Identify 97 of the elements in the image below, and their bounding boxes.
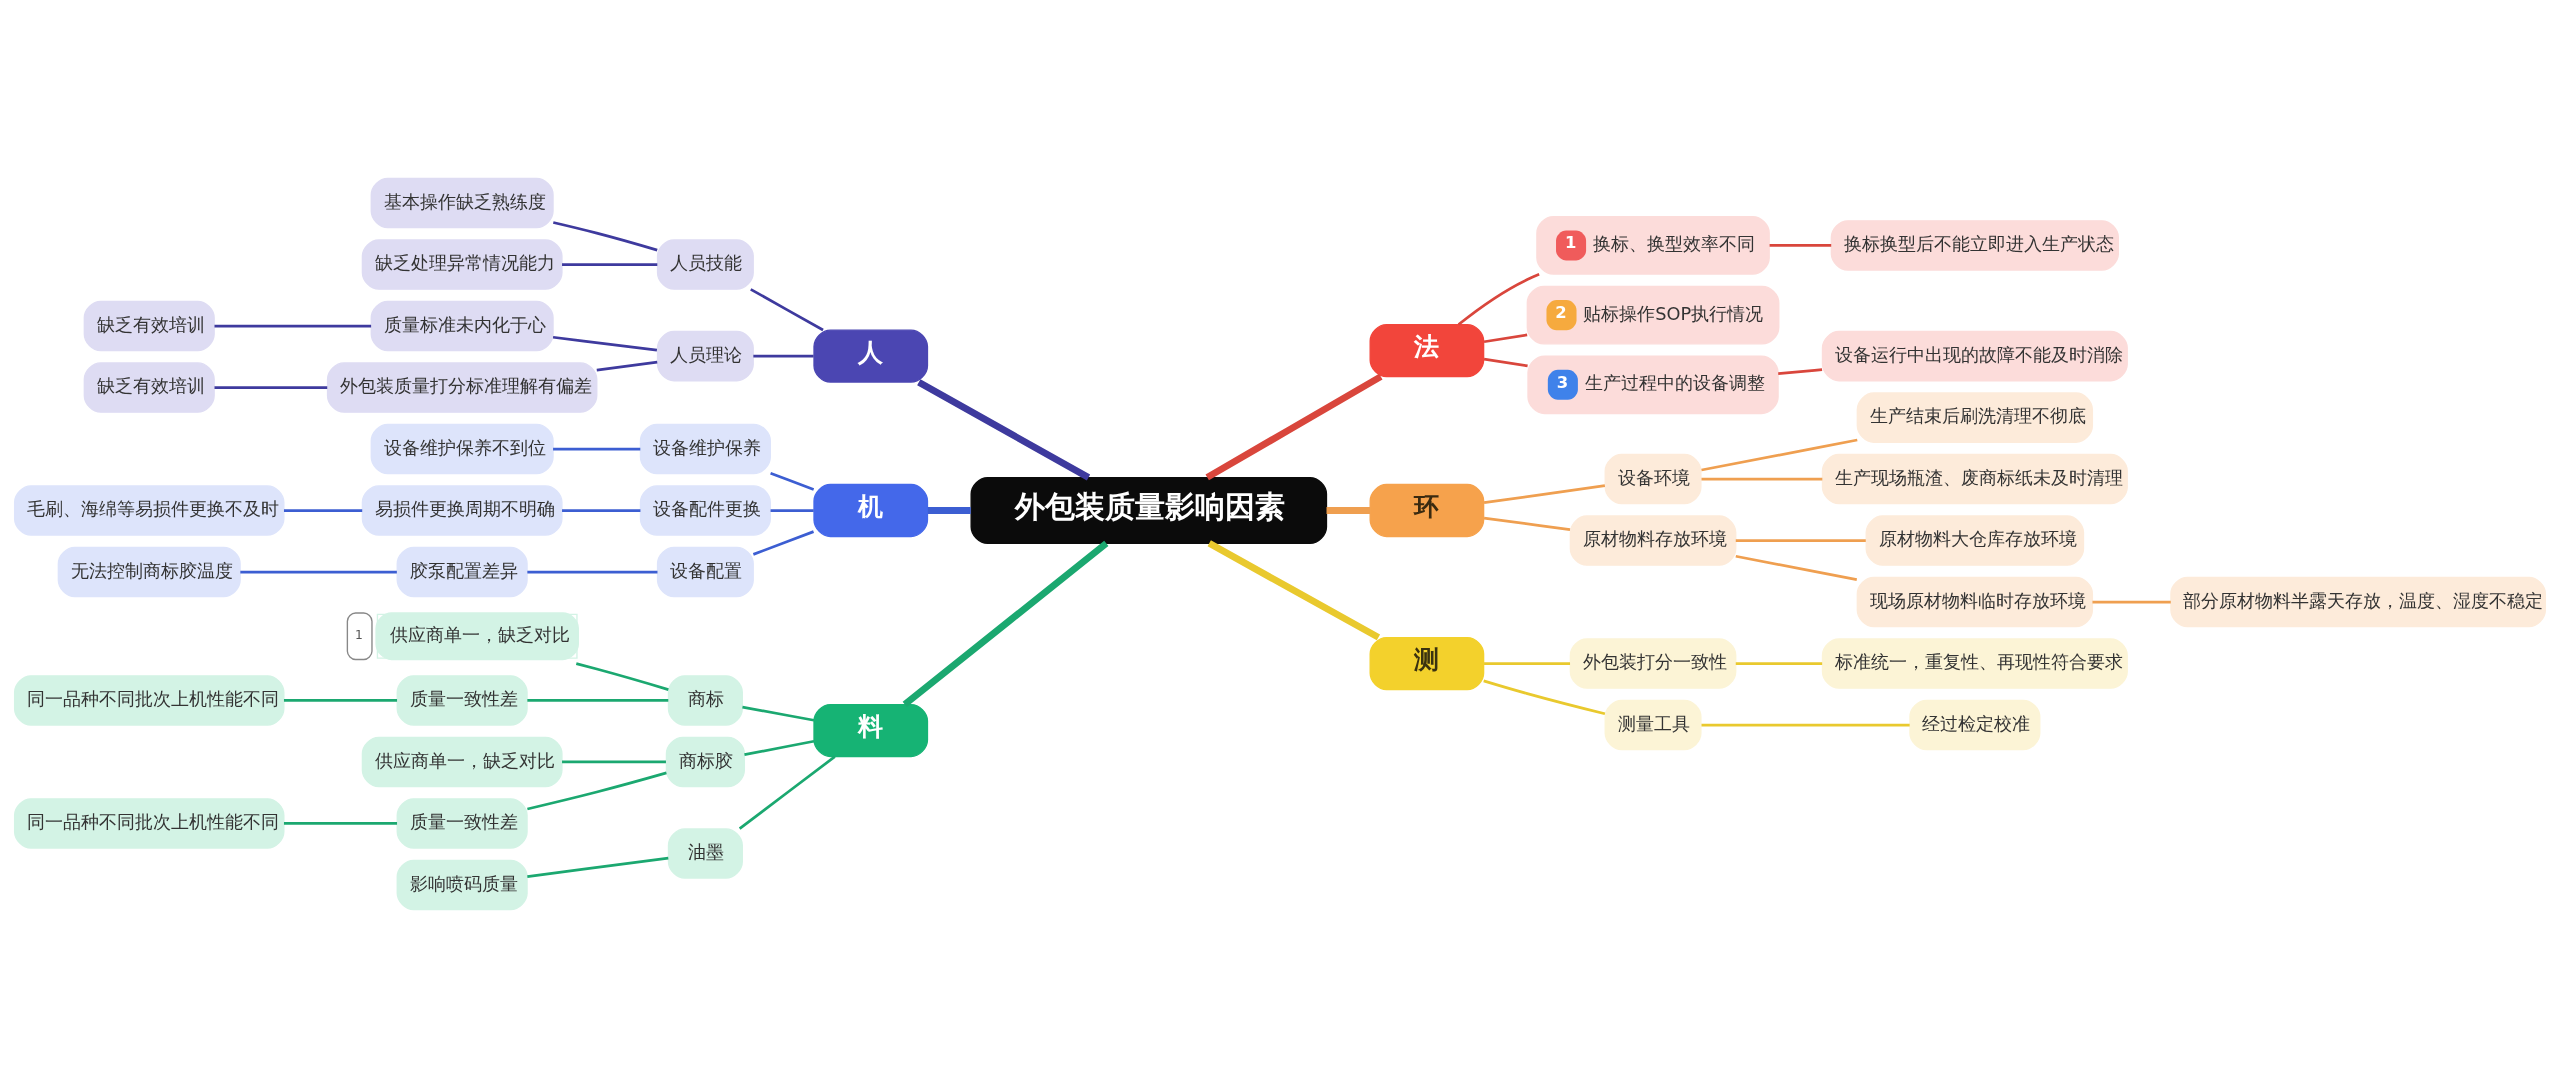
node-box: 无法控制商标胶温度 [57,546,241,598]
connector [1483,333,1528,344]
connector [214,324,372,328]
node-box: 原材物料存放环境 [1569,515,1737,566]
node-box: 人员理论 [656,330,754,382]
connector [902,540,1109,708]
node-box: 料 [813,703,929,758]
connector [527,699,669,702]
connector [1701,477,1823,481]
node-box: 法 [1369,324,1485,378]
connector [1483,484,1606,505]
node-box: 环 [1369,483,1485,538]
connector [2092,600,2171,604]
connector [1207,540,1381,641]
connector [562,263,658,266]
connector [1483,679,1606,716]
connector [1457,273,1540,326]
connector [596,360,658,372]
node-box: 生产结束后刷洗清理不彻底 [1856,392,2094,443]
connector [553,447,641,451]
node-box: 缺乏处理异常情况能力 [361,239,563,290]
node-box: 油墨 [667,828,743,879]
node-box: 1 换标、换型效率不同 [1536,216,1770,275]
connector [562,760,666,764]
connector [1205,373,1383,481]
connector [1778,368,1823,376]
node-box: 胶泵配置差异 [396,546,528,598]
node-box: 现场原材物料临时存放环境 [1856,576,2094,628]
connector [527,570,658,574]
connector [1326,507,1371,514]
connector [770,509,814,512]
node-box: 原材物料大仓库存放环境 [1865,515,2085,566]
node-box: 人 [813,329,929,383]
connector [1701,723,1910,727]
connector [1735,554,1858,581]
connector [1483,516,1571,531]
connector [770,471,815,491]
node-box: 生产现场瓶渣、废商标纸未及时清理 [1821,453,2128,505]
node-box: 质量一致性差 [396,675,528,726]
connector [562,509,641,512]
node-box: 商标 [667,675,743,726]
node-box: 设备维护保养 [639,423,771,475]
connector [283,699,398,702]
node-box: 测量工具 [1604,699,1702,751]
connector [927,507,971,514]
node-box: 部分原材物料半露天存放，温度、湿度不稳定 [2170,576,2547,628]
connector [240,570,397,574]
node-box: 设备配置 [656,546,754,598]
node-box: 毛刷、海绵等易损件更换不及时 [13,485,285,536]
node-box: 同一品种不同批次上机性能不同 [13,675,285,726]
node-box: 商标胶 [665,736,746,788]
connector [752,530,815,556]
node-box: 外包装质量打分标准理解有偏差 [326,362,598,413]
connector [527,771,667,811]
connector [738,755,836,830]
node-box: 2 贴标操作SOP执行情况 [1526,285,1780,345]
node-box: 人员技能 [656,239,754,290]
connector [744,739,815,756]
node-box: 设备配件更换 [639,485,771,536]
node-box: 外包装质量影响因素 [970,477,1328,544]
connector [917,379,1091,481]
connector [1484,662,1571,665]
node-box: 设备运行中出现的故障不能及时消除 [1821,330,2128,382]
node-box: 经过检定校准 [1909,699,2041,751]
connector [1483,357,1528,368]
connector [750,288,824,332]
node-box: 缺乏有效培训 [83,362,215,413]
node-box: 质量一致性差 [396,798,528,849]
node-box: 标准统一，重复性、再现性符合要求 [1821,638,2128,689]
node-box: 同一品种不同批次上机性能不同 [13,798,285,849]
node-box: 测 [1369,636,1485,691]
node-box: 缺乏有效培训 [83,300,215,352]
node-label: 1 [354,628,363,643]
connector [575,662,669,691]
connector [1735,662,1823,665]
connector [214,386,328,389]
connector [552,335,658,352]
node-box: 质量标准未内化于心 [370,300,554,352]
connector [283,822,398,825]
connector [1735,539,1866,542]
node-box: 3 生产过程中的设备调整 [1527,355,1779,415]
node-box: 易损件更换周期不明确 [361,485,563,536]
node-box: 供应商单一，缺乏对比 [361,736,563,788]
node-box: 设备环境 [1604,453,1702,505]
connector [552,221,658,252]
node-box: 基本操作缺乏熟练度 [370,177,554,229]
connector [753,354,814,358]
node-box: 设备维护保养不到位 [370,423,554,475]
node-box: 外包装打分一致性 [1569,638,1737,689]
connector [1701,438,1858,472]
node-box: 影响喷码质量 [396,859,528,911]
node-box: 机 [813,483,929,538]
node-box: 换标换型后不能立即进入生产状态 [1830,220,2120,271]
connector [742,705,815,722]
connector [283,509,363,512]
connector [1769,244,1832,247]
connector [527,856,669,878]
